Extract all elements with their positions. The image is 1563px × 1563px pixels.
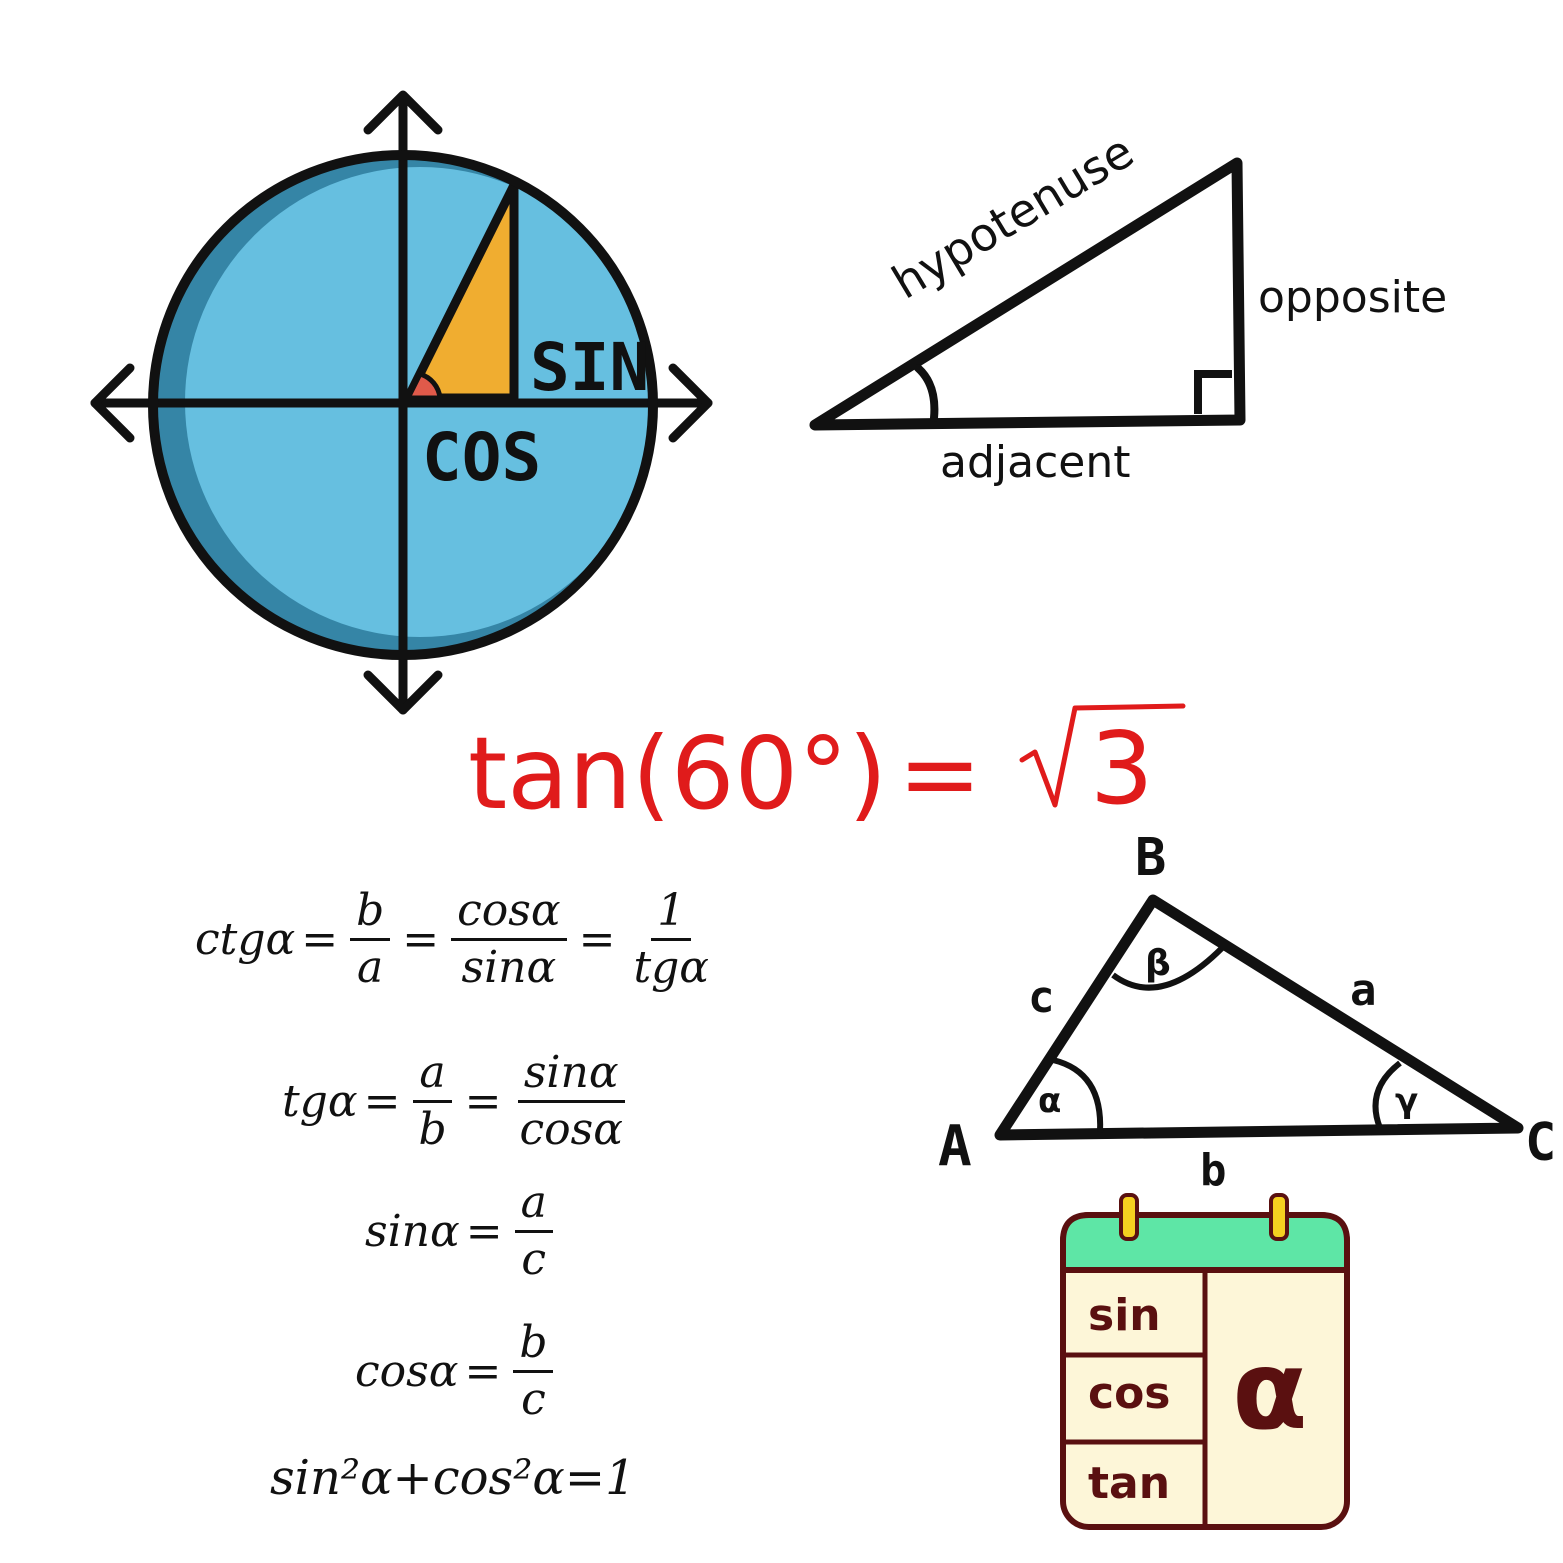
angle-gamma: γ <box>1395 1081 1418 1121</box>
cos-label: COS <box>422 419 541 496</box>
calendar-alpha: α <box>1232 1326 1308 1454</box>
cos-frac-den: c <box>521 1374 546 1426</box>
sin-lhs: sinα <box>365 1206 460 1258</box>
ctg-frac-1-num: b <box>350 887 391 942</box>
tg-frac-2-num: sinα <box>517 1049 625 1104</box>
unit-circle: SIN COS <box>90 90 713 715</box>
arrow-right-icon <box>668 363 713 443</box>
tg-lhs: tgα <box>282 1076 358 1128</box>
calendar-row-cos: cos <box>1088 1368 1171 1419</box>
calendar-card: sin cos tan α <box>1060 1193 1350 1530</box>
ctg-frac-2-den: sinα <box>461 942 557 994</box>
ctg-lhs: ctgα <box>195 914 296 966</box>
ctg-eq-1: = <box>301 914 339 966</box>
right-triangle: hypotenuse opposite adjacent <box>809 124 1447 488</box>
arrow-down-icon <box>363 670 443 715</box>
calendar-row-tan: tan <box>1088 1458 1170 1509</box>
headline-tan: tan(60°) <box>468 715 887 832</box>
right-angle-icon <box>1194 370 1232 414</box>
vertex-b: B <box>1135 828 1166 888</box>
headline-root: 3 <box>1090 710 1154 827</box>
side-b: b <box>1200 1145 1227 1196</box>
headline-equation: tan(60°) = 3 <box>468 703 1186 832</box>
vertex-c: C <box>1525 1113 1556 1173</box>
angle-triangle <box>403 180 519 403</box>
side-c: c <box>1028 972 1055 1023</box>
sin-frac-den: c <box>521 1234 547 1286</box>
opposite-label: opposite <box>1258 272 1447 323</box>
ctg-frac-1-den: a <box>357 942 384 994</box>
formula-identity: sin²α+cos²α=1 <box>270 1450 636 1506</box>
ctg-eq-3: = <box>578 914 616 966</box>
sin-label: SIN <box>530 329 649 406</box>
arrow-up-icon <box>363 90 443 135</box>
side-a: a <box>1350 965 1377 1016</box>
angle-alpha: α <box>1038 1081 1061 1121</box>
calendar-clip-left <box>1119 1193 1139 1241</box>
sin-frac-num: a <box>514 1179 553 1234</box>
ctg-eq-2: = <box>402 914 440 966</box>
identity-text: sin²α+cos²α=1 <box>270 1450 636 1506</box>
ctg-frac-2-num: cosα <box>451 887 567 942</box>
headline-equals: = <box>898 715 982 832</box>
cos-eq: = <box>464 1346 502 1398</box>
ctg-frac-3-num: 1 <box>651 887 692 942</box>
tg-frac-2-den: cosα <box>519 1104 623 1156</box>
tg-eq-2: = <box>464 1076 502 1128</box>
vertex-a: A <box>938 1114 972 1179</box>
ctg-frac-3-den: tgα <box>633 942 709 994</box>
sin-eq: = <box>465 1206 503 1258</box>
tg-frac-1-num: a <box>413 1049 452 1104</box>
calendar-clip-right <box>1269 1193 1289 1241</box>
general-triangle: A B C a b c α β γ <box>938 828 1556 1196</box>
adjacent-label: adjacent <box>940 437 1130 488</box>
tg-eq-1: = <box>363 1076 401 1128</box>
cos-lhs: cosα <box>355 1346 459 1398</box>
calendar-row-sin: sin <box>1088 1290 1161 1341</box>
angle-beta: β <box>1145 943 1171 984</box>
angle-mark <box>403 371 443 401</box>
cos-frac-num: b <box>513 1319 554 1374</box>
sqrt-icon <box>1019 703 1186 808</box>
tg-frac-1-den: b <box>418 1104 447 1156</box>
arrow-left-icon <box>90 363 135 443</box>
